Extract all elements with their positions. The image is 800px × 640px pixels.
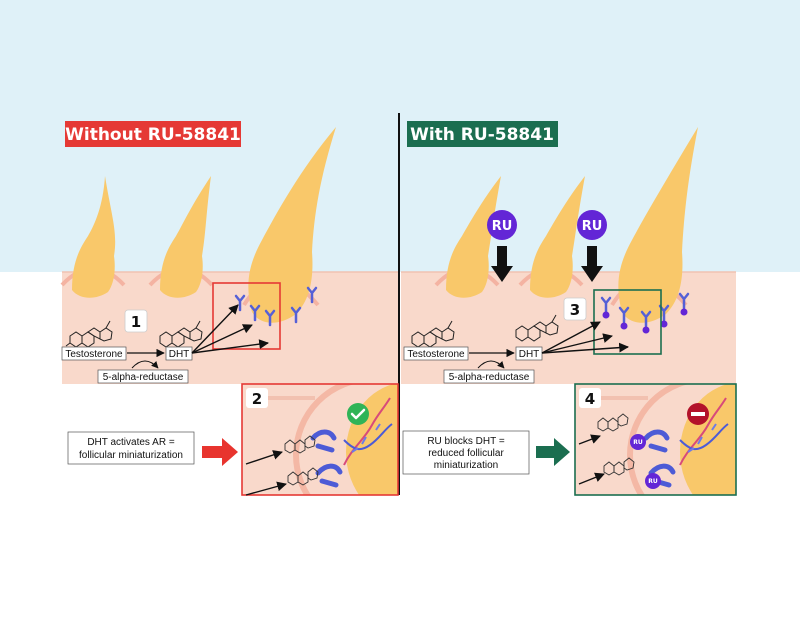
- dht-molecule-left: [159, 320, 203, 348]
- dht-molecules-zoom-left: [284, 435, 319, 486]
- enzyme-arc-left: [131, 360, 159, 369]
- enzyme-label-box-right: [443, 369, 535, 384]
- dht-molecule-right: [515, 314, 559, 342]
- svg-text:RU: RU: [582, 219, 603, 234]
- no-entry-icon: [687, 403, 709, 425]
- enzyme-label-box-left: [97, 369, 189, 384]
- receptors-zoom-left: [310, 429, 343, 488]
- androgen-receptors-left: [234, 286, 318, 327]
- testosterone-label-left: Testosterone: [65, 349, 123, 360]
- caption-right-line2: reduced follicular: [428, 448, 504, 459]
- binding-arrows-zoom-right: [578, 434, 605, 485]
- caption-box-left: [67, 431, 195, 465]
- hair-follicle-small-3: [434, 176, 501, 298]
- zoom-panel-4: 4 RU: [574, 383, 737, 496]
- step-badge-1: 1: [124, 309, 148, 333]
- dht-label-left: DHT: [169, 349, 190, 360]
- hair-follicle-small-1: [60, 176, 126, 298]
- svg-text:RU: RU: [648, 478, 658, 485]
- dht-arrows-right: [541, 321, 629, 354]
- testosterone-label-box-left: [61, 346, 127, 361]
- red-arrow: [202, 438, 238, 466]
- svg-text:RU: RU: [492, 219, 513, 234]
- caption-box-right: [402, 430, 530, 475]
- enzyme-arc-right: [477, 360, 505, 369]
- dht-label-right: DHT: [519, 349, 540, 360]
- dht-label-box-left: [165, 346, 193, 361]
- green-arrow: [536, 438, 570, 466]
- right-panel: With RU-58841 RU RU: [402, 121, 737, 496]
- svg-text:4: 4: [585, 390, 595, 408]
- enzyme-label-left: 5-alpha-reductase: [103, 372, 184, 383]
- dht-label-box-right: [515, 346, 543, 361]
- testosterone-molecule-right: [411, 320, 455, 348]
- highlight-box-left: [212, 282, 281, 350]
- skin-layer-left: [62, 272, 398, 384]
- caption-right-line3: miniaturization: [434, 460, 498, 471]
- check-icon: [347, 403, 369, 425]
- hair-follicle-small-4: [518, 176, 585, 298]
- binding-arrows-zoom-left: [245, 450, 287, 496]
- testosterone-molecule-left: [65, 320, 113, 348]
- enzyme-label-right: 5-alpha-reductase: [449, 372, 530, 383]
- zoom-panel-2: 2: [241, 383, 399, 496]
- dna-helix-left: [343, 397, 393, 466]
- svg-text:2: 2: [252, 390, 262, 408]
- left-title: Without RU-58841: [65, 125, 241, 145]
- hair-follicle-small-2: [148, 176, 214, 298]
- right-title-background: [407, 121, 558, 147]
- left-title-background: [65, 121, 241, 147]
- step-badge-3: 3: [563, 297, 587, 321]
- svg-text:RU: RU: [633, 439, 643, 446]
- ru-bound-zoom-2: RU: [645, 473, 661, 489]
- svg-text:3: 3: [570, 301, 580, 319]
- dht-molecules-zoom-right: [597, 413, 635, 476]
- caption-left-line1: DHT activates AR =: [87, 437, 175, 448]
- left-panel: Without RU-58841 1: [60, 121, 399, 496]
- testosterone-label-right: Testosterone: [407, 349, 465, 360]
- testosterone-label-box-right: [403, 346, 469, 361]
- caption-left-line2: follicular miniaturization: [79, 450, 183, 461]
- ru-bound-zoom-1: RU: [630, 434, 646, 450]
- down-arrow-1: [491, 246, 513, 282]
- hair-follicle-large: [242, 127, 336, 323]
- caption-right-line1: RU blocks DHT =: [427, 436, 504, 447]
- down-arrow-2: [581, 246, 603, 282]
- ru-molecule-1: RU: [487, 210, 517, 240]
- dna-helix-right: [679, 397, 729, 466]
- right-title: With RU-58841: [410, 125, 554, 145]
- hair-follicle-large-right: [610, 127, 698, 323]
- svg-text:1: 1: [131, 313, 141, 331]
- ru-molecule-2: RU: [577, 210, 607, 240]
- dht-binding-arrows-left: [191, 304, 269, 354]
